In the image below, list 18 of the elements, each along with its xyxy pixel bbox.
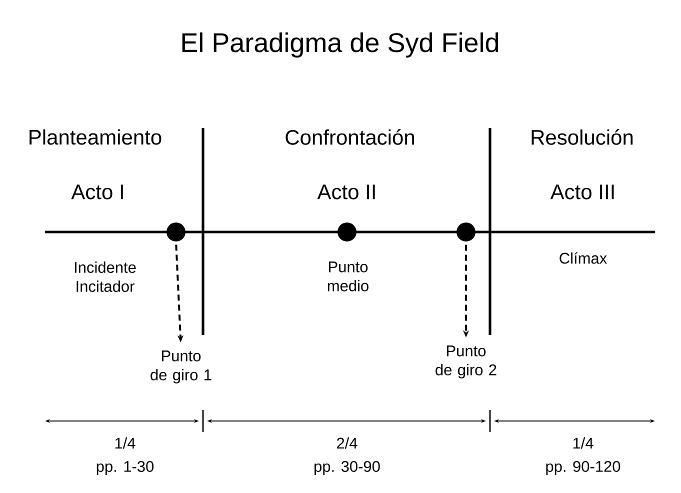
plot-point — [456, 222, 476, 242]
label: 1/4 — [115, 437, 136, 449]
label: pp. 30-90 — [314, 460, 380, 475]
section-heading: Resolución — [532, 129, 633, 145]
section-heading: Acto I — [71, 184, 123, 200]
label: 1/4 — [573, 437, 594, 449]
section-heading: Confrontación — [286, 129, 414, 145]
point-label: Incidente Incitador — [74, 262, 136, 292]
label: Clímax — [560, 252, 607, 264]
label: pp. 1-30 — [96, 460, 154, 475]
turning-point-label: Punto de giro 1 — [150, 350, 212, 384]
point-label: Punto medio — [328, 262, 368, 292]
title: El Paradigma de Syd Field — [182, 32, 498, 58]
turning-point-label: Punto de giro 2 — [436, 346, 496, 378]
label: 2/4 — [337, 437, 358, 449]
plot-point — [338, 222, 356, 242]
label: pp. 90-120 — [546, 460, 620, 475]
plot-point — [166, 222, 186, 242]
